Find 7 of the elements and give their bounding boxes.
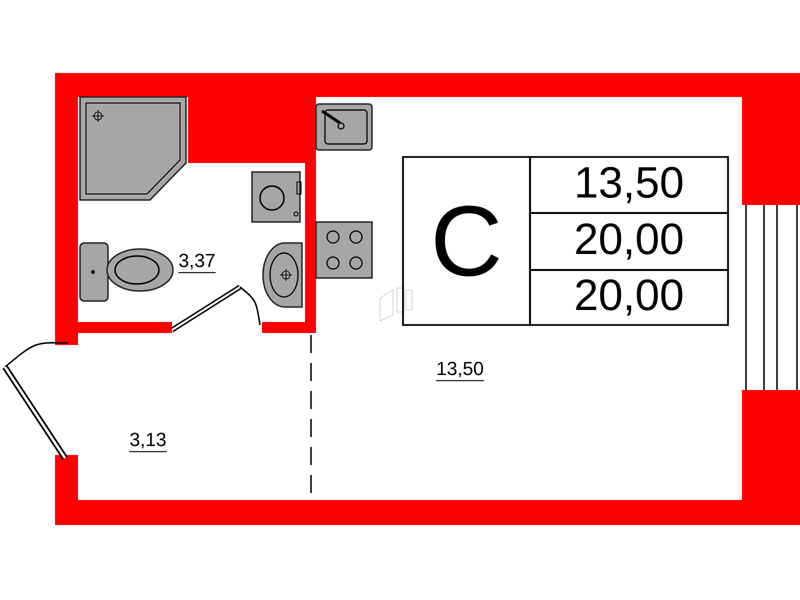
table-cell: 20,00 — [529, 269, 729, 326]
area-label: 13,50 — [436, 362, 484, 382]
area-label: 3,37 — [178, 254, 216, 274]
table-cell: 13,50 — [529, 156, 729, 214]
area-label: 3,13 — [128, 432, 168, 452]
table-cell: 20,00 — [529, 212, 729, 271]
table-cell: C — [402, 156, 531, 326]
